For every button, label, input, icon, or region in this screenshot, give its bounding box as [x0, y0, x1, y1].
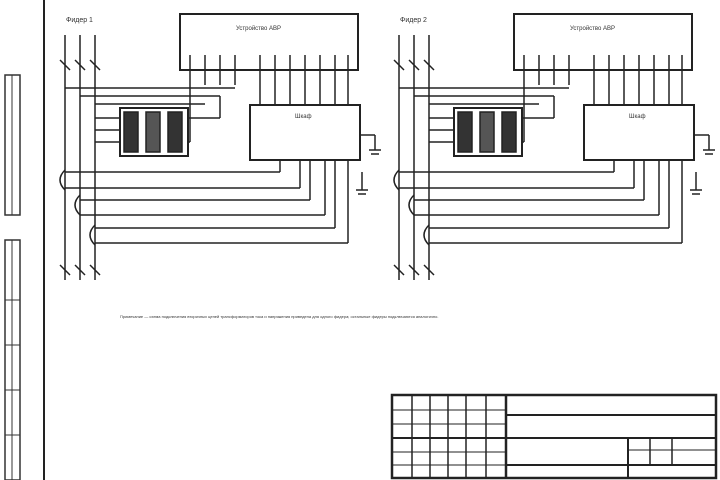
note-text: Примечание — схема подключения вторичных…: [120, 314, 438, 319]
bus-label: Фидер 2: [400, 17, 427, 24]
terminal-block: [453, 107, 523, 157]
cabinet-title: Шкаф: [295, 114, 312, 120]
bus-label: Фидер 1: [66, 17, 93, 24]
schematic-right: Фидер 2 Устройство АВР: [393, 13, 715, 280]
avr-panel: [513, 13, 693, 71]
schematic-left: Фидер 1 Устройство АВР: [59, 13, 381, 280]
avr-panel-title: Устройство АВР: [570, 25, 615, 32]
cabinet-title: Шкаф: [629, 114, 646, 120]
terminal-block: [119, 107, 189, 157]
cabinet-box: [249, 104, 361, 161]
avr-panel: [179, 13, 359, 71]
title-block: [390, 393, 718, 480]
cabinet-box: [583, 104, 695, 161]
avr-panel-title: Устройство АВР: [236, 25, 281, 32]
binding-strip: [4, 0, 45, 480]
